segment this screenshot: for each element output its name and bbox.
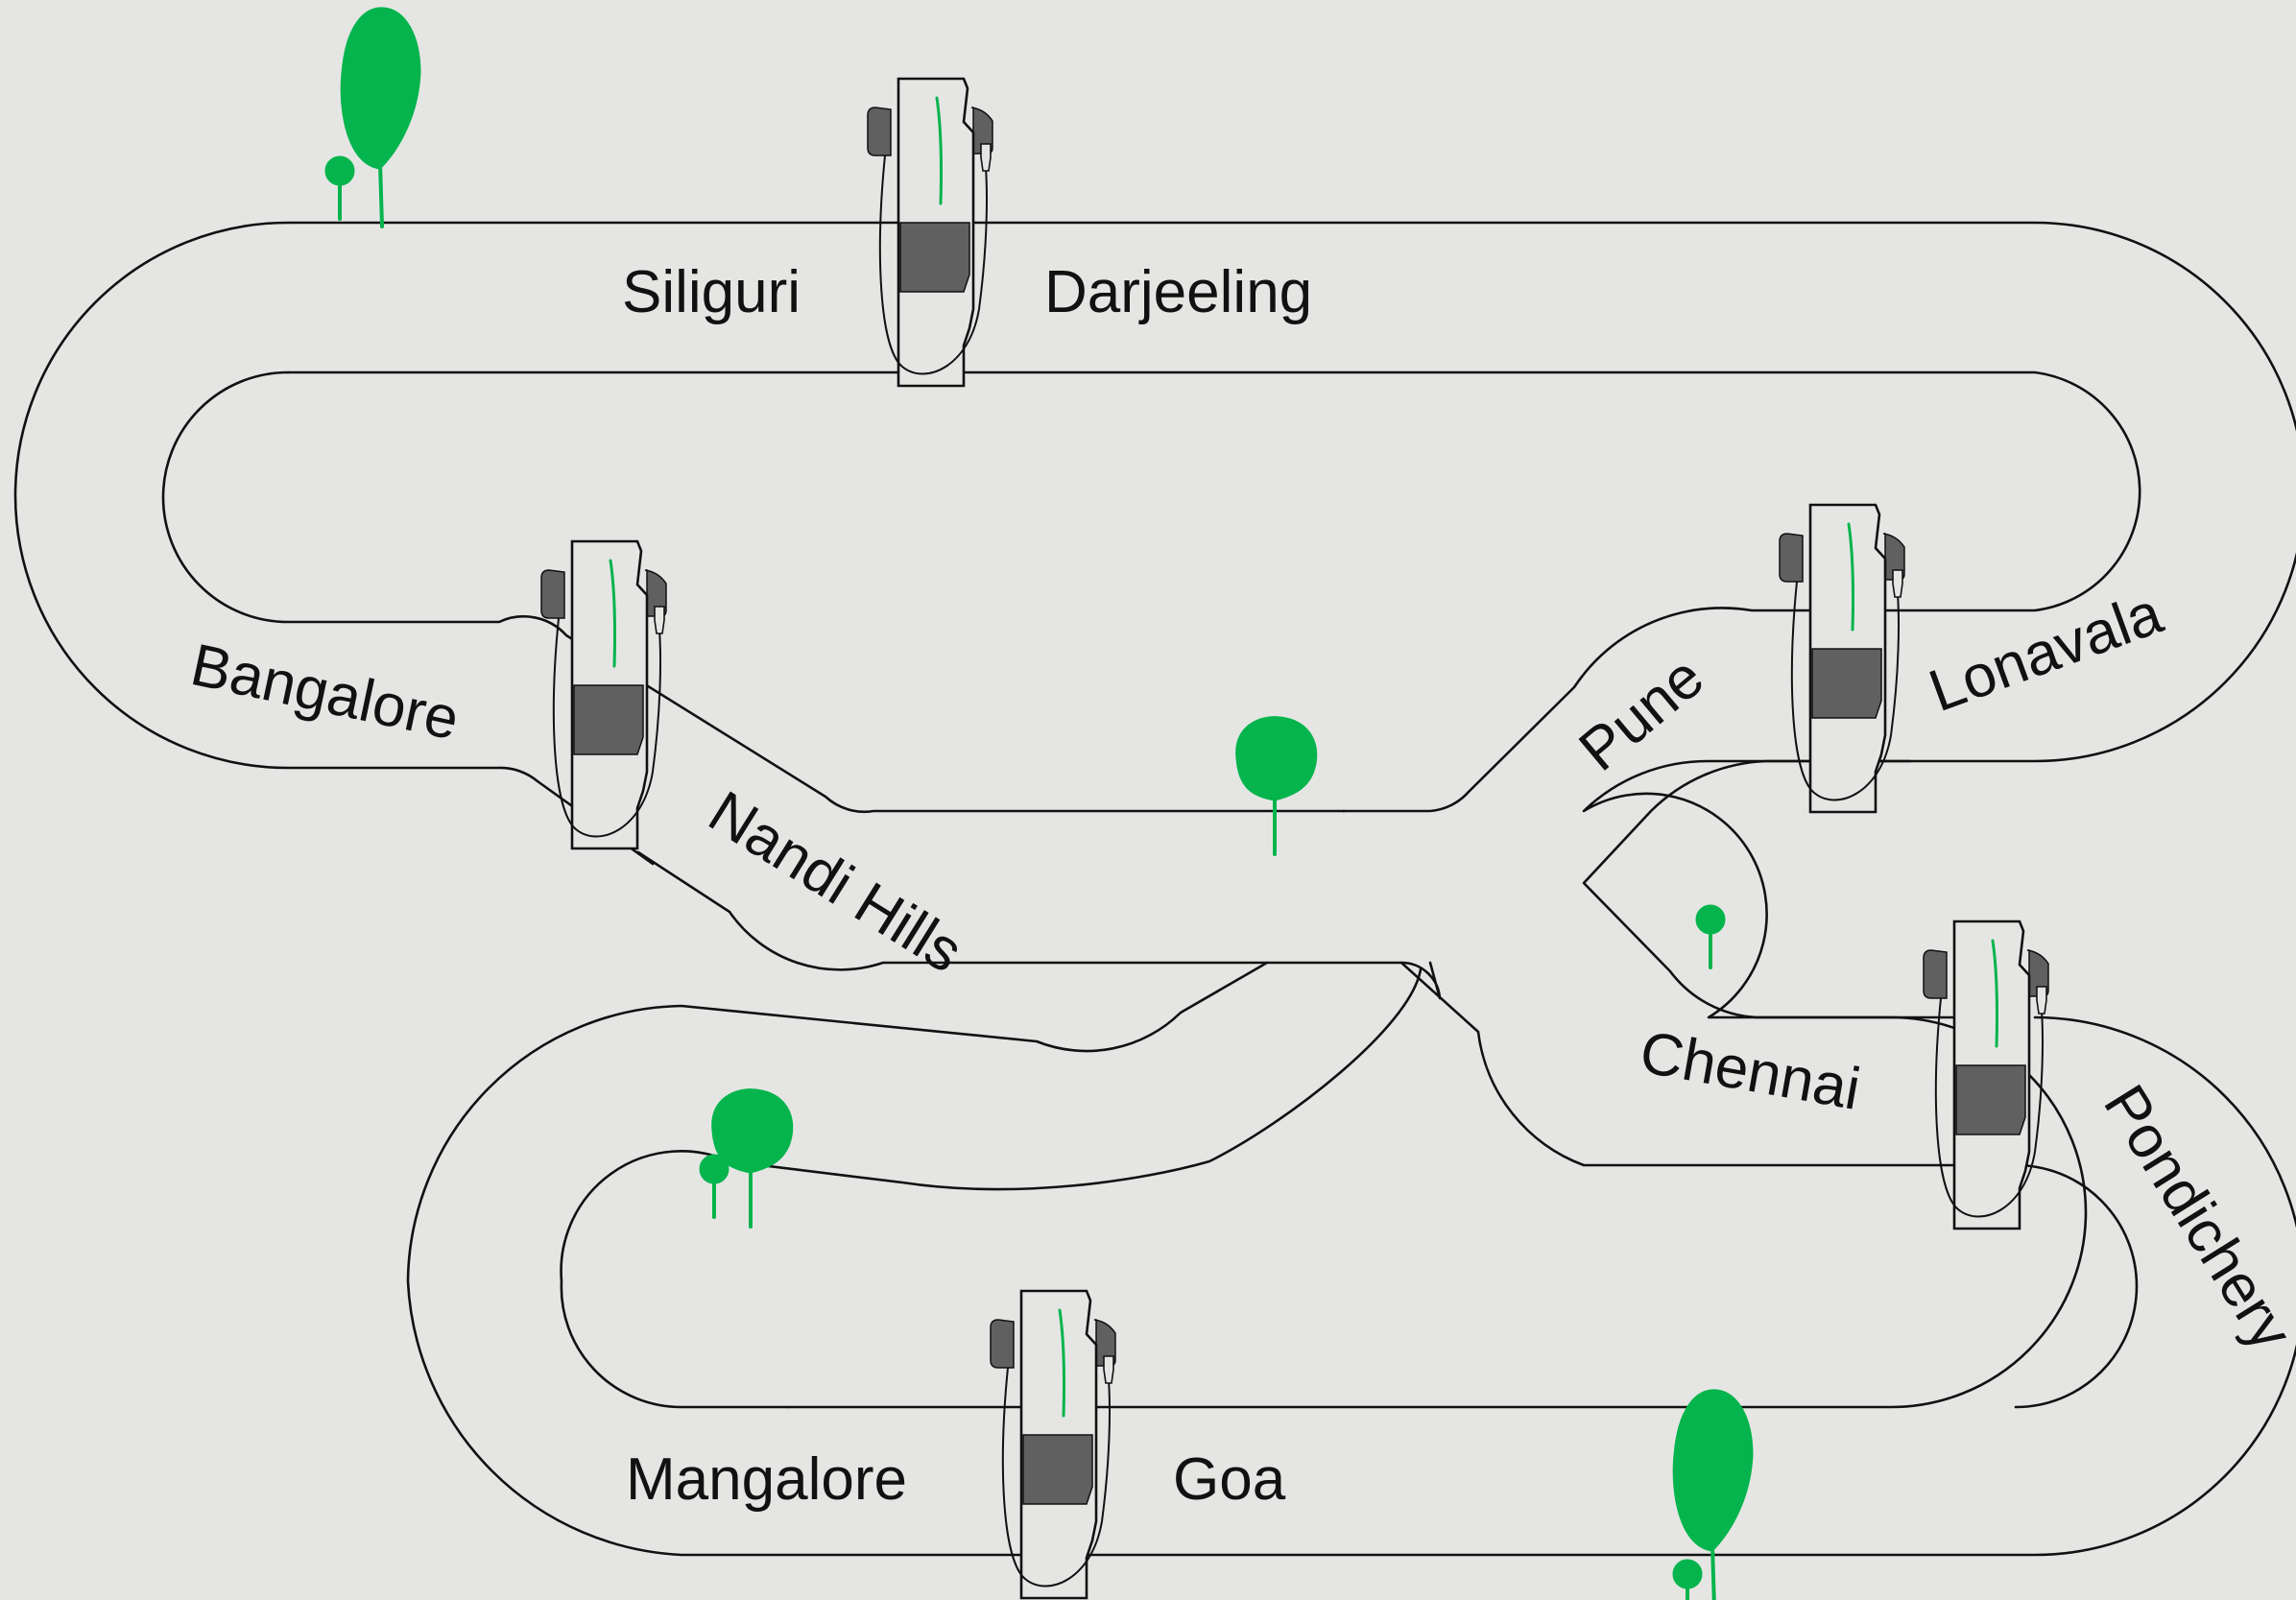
road-mid-right [1342,759,2027,1019]
tree-icon [339,5,422,228]
tree-icon [709,1087,795,1229]
road-outer-left [286,221,2296,1409]
city-label-chennai: Chennai [1636,1019,1865,1123]
city-label-goa: Goa [1173,1446,1286,1513]
charging-station-icon[interactable] [1922,919,2050,1230]
road-south-lower [560,967,1423,1409]
tree-icon [1233,714,1319,856]
charging-station-icon[interactable] [989,1289,1117,1600]
city-label-lonavala: Lonavala [1921,580,2171,725]
road-nandi-lower [636,850,1442,1000]
road-chennai-lower [1399,961,2139,1409]
city-label-nandi: Nandi Hills [698,778,974,986]
city-label-pune: Pune [1567,644,1716,784]
road-outer-loop [13,221,655,866]
city-label-darjeeling: Darjeeling [1044,259,1312,325]
tree-icon [1671,1558,1704,1600]
city-label-siliguri: Siliguri [622,259,801,325]
city-label-bangalore: Bangalore [185,632,465,752]
city-label-mangalore: Mangalore [626,1446,907,1513]
charging-station-icon[interactable] [539,539,668,850]
city-label-pondicherry: Pondichery [2091,1074,2296,1362]
road-inner-left [161,370,1346,814]
road-south-upper [406,961,2296,1557]
charging-station-icon[interactable] [1778,503,1906,814]
tree-icon [323,155,356,221]
city-labels: Siliguri Darjeeling Bangalore Nandi Hill… [185,259,2296,1513]
tree-icon [1694,903,1727,969]
road-network [13,221,2296,1557]
tree-icon [698,1153,730,1219]
charging-station-icon[interactable] [866,77,994,388]
road-inner-top [286,370,2141,813]
